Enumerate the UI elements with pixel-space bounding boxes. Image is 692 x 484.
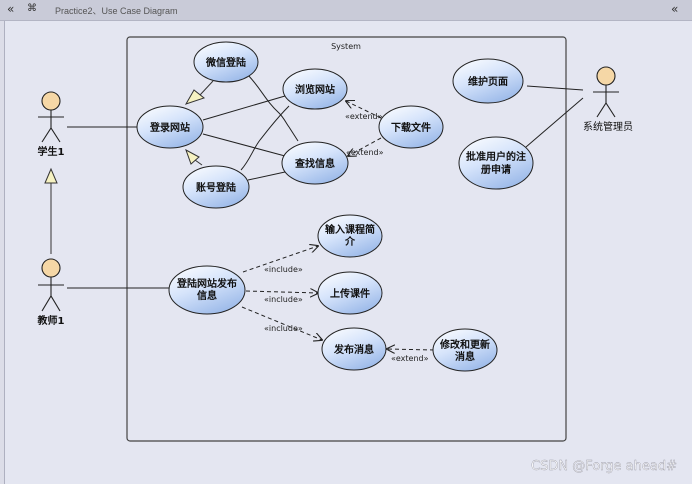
- include-publish-course: [242, 246, 318, 273]
- system-boundary: [126, 36, 567, 442]
- assoc-admin-maintain: [526, 85, 584, 91]
- collapse-left-icon[interactable]: «: [7, 2, 15, 16]
- usecase-wechat-login[interactable]: [193, 41, 259, 83]
- generalization-arrow-head: [44, 167, 58, 184]
- usecase-upload-courseware[interactable]: [317, 271, 383, 315]
- usecase-label-publish-2: 信息: [197, 289, 217, 302]
- assoc-account-search: [247, 171, 286, 181]
- assoc-login-search: [202, 133, 286, 157]
- title-bar: « ⌘ Practice2、Use Case Diagram «: [0, 0, 692, 21]
- usecase-label-modify-1: 修改和更新: [439, 338, 490, 351]
- actor-admin-legs: [596, 101, 616, 118]
- actor-admin-label: 系统管理员: [583, 120, 633, 133]
- usecase-approve-registration[interactable]: [458, 136, 534, 190]
- usecase-label-approve-2: 册申请: [481, 163, 511, 176]
- usecase-label-wechat-login: 微信登陆: [205, 56, 246, 69]
- usecase-label-upload: 上传课件: [330, 287, 370, 300]
- generalization-wechat-arrow: [184, 89, 206, 105]
- assoc-admin-approve: [518, 97, 584, 154]
- usecase-label-modify-2: 消息: [455, 350, 475, 363]
- usecase-label-browse: 浏览网站: [295, 83, 335, 96]
- usecase-modify-message[interactable]: [432, 328, 498, 372]
- usecase-label-login: 登录网站: [149, 121, 190, 134]
- actor-teacher[interactable]: [38, 258, 64, 312]
- include-publish-upload: [245, 291, 318, 293]
- usecase-label-course-2: 介: [344, 235, 356, 248]
- usecase-label-course-1: 输入课程简: [325, 223, 375, 236]
- assoc-account-browse: [240, 105, 290, 171]
- usecase-publish-info[interactable]: [168, 265, 246, 315]
- diagram-tab-title[interactable]: Practice2、Use Case Diagram: [55, 6, 178, 16]
- extend-modify-post: [387, 349, 435, 350]
- usecase-search-info[interactable]: [281, 141, 349, 185]
- extend-label-1: «extend»: [345, 112, 383, 121]
- generalization-account-line: [194, 159, 203, 166]
- usecase-course-intro[interactable]: [317, 214, 383, 258]
- diagram-icon: ⌘: [27, 3, 37, 14]
- usecase-label-publish-1: 登陆网站发布: [176, 277, 237, 290]
- actor-student-head: [41, 91, 61, 111]
- assoc-wechat-search: [247, 74, 299, 142]
- usecase-label-approve-1: 批准用户的注: [466, 150, 526, 163]
- include-label-3: «include»: [264, 324, 303, 333]
- usecase-label-maintain: 维护页面: [468, 75, 508, 88]
- usecase-browse-website[interactable]: [282, 68, 348, 110]
- actor-admin[interactable]: [593, 66, 619, 118]
- usecase-label-post: 发布消息: [333, 343, 374, 356]
- actor-student[interactable]: [38, 91, 64, 143]
- actor-student-legs: [41, 126, 61, 143]
- extend-label-3: «extend»: [391, 354, 429, 363]
- usecase-label-account-login: 账号登陆: [196, 181, 236, 194]
- system-label: System: [331, 42, 361, 51]
- usecase-label-search: 查找信息: [294, 157, 335, 170]
- generalization-account-arrow: [185, 148, 200, 165]
- assoc-login-browse: [202, 95, 286, 121]
- usecase-login-website[interactable]: [136, 105, 204, 149]
- extend-label-2: «extend»: [346, 148, 384, 157]
- usecase-label-download: 下载文件: [391, 121, 431, 134]
- actor-teacher-label: 教师1: [37, 314, 65, 327]
- actor-teacher-legs: [41, 294, 61, 312]
- generalization-wechat-line: [199, 80, 214, 96]
- collapse-right-icon[interactable]: «: [671, 2, 679, 16]
- actor-student-label: 学生1: [38, 145, 65, 158]
- usecase-post-message[interactable]: [321, 327, 387, 371]
- csdn-watermark: CSDN @Forge ahead#: [531, 459, 677, 474]
- include-label-2: «include»: [264, 295, 303, 304]
- include-publish-post: [241, 306, 322, 340]
- actor-admin-head: [596, 66, 616, 86]
- include-label-1: «include»: [264, 265, 303, 274]
- extend-download-search: [348, 137, 382, 156]
- usecase-download-file[interactable]: [378, 105, 444, 149]
- usecase-account-login[interactable]: [182, 165, 250, 209]
- usecase-maintain-page[interactable]: [452, 58, 524, 104]
- actor-teacher-head: [41, 258, 61, 278]
